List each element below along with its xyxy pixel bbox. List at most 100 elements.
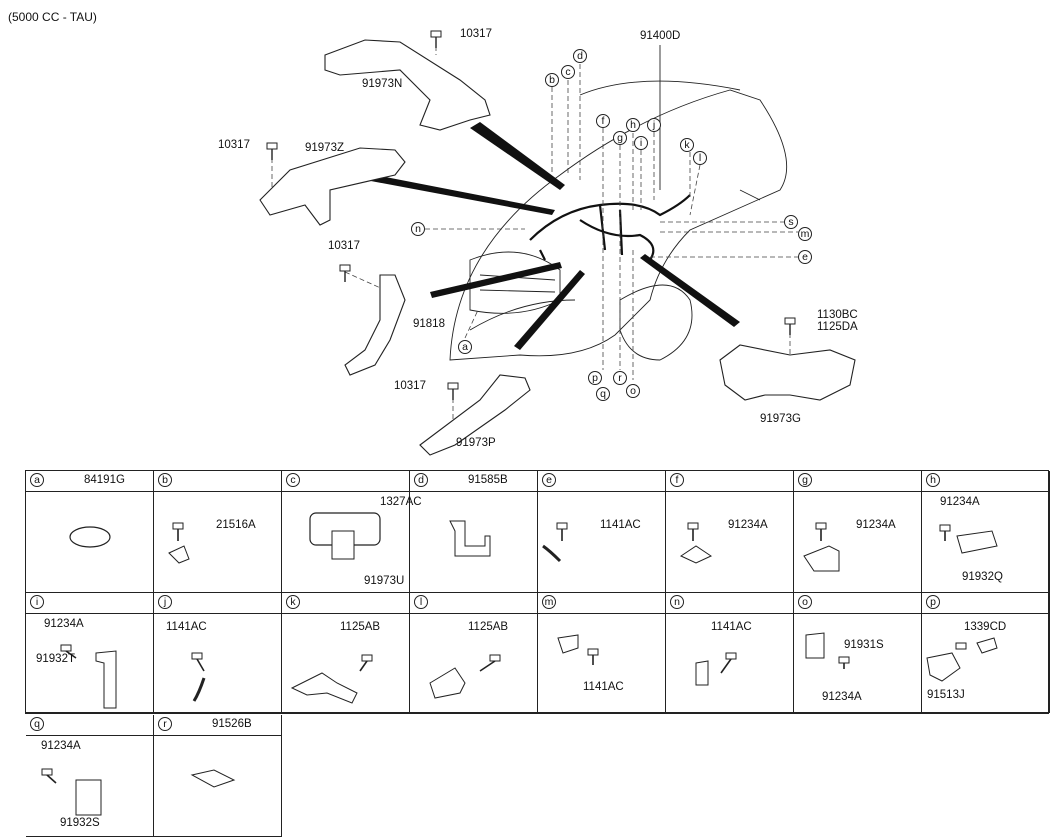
parts-cell-header: n [666, 593, 793, 614]
protector-91973N [324, 39, 491, 131]
callout-d: d [573, 49, 587, 63]
label-91973N: 91973N [362, 78, 403, 90]
parts-cell-header: i [26, 593, 153, 614]
part-number-label: 1141AC [600, 519, 641, 531]
callout-b: b [545, 73, 559, 87]
label-91973G: 91973G [760, 413, 801, 425]
label-10317-mid: 10317 [328, 240, 360, 252]
part-drawing-c [309, 512, 381, 560]
cell-letter-l: l [414, 595, 428, 609]
label-91818: 91818 [413, 318, 445, 330]
part-number-label: 91234A [728, 519, 768, 531]
parts-cell-m: m 1141AC [538, 593, 666, 713]
callout-i: i [634, 136, 648, 150]
part-drawing-l [429, 654, 501, 699]
cell-letter-d: d [414, 473, 428, 487]
parts-cell-header: h [922, 471, 1049, 492]
label-10317-bottom: 10317 [394, 380, 426, 392]
callout-f: f [596, 114, 610, 128]
bolt-icon [339, 264, 351, 272]
part-number-label: 91234A [856, 519, 896, 531]
label-91973Z: 91973Z [305, 142, 345, 154]
label-10317-left: 10317 [218, 139, 250, 151]
cell-letter-c: c [286, 473, 300, 487]
part-drawing-o [805, 632, 850, 669]
callout-m: m [798, 227, 812, 241]
parts-cell-header: q [26, 715, 153, 736]
part-number-label: 1141AC [583, 681, 624, 693]
parts-cell-header: j [154, 593, 281, 614]
callout-p: p [588, 371, 602, 385]
callout-l: l [693, 151, 707, 165]
cell-letter-f: f [670, 473, 684, 487]
bolt-icon [266, 142, 278, 150]
part-drawing-f [679, 522, 713, 564]
part-drawing-j [191, 652, 206, 702]
label-1130BC: 1130BC [817, 309, 858, 321]
main-diagram [259, 30, 856, 456]
callout-e: e [798, 250, 812, 264]
cell-letter-i: i [30, 595, 44, 609]
car-body-outline [449, 89, 788, 361]
cell-letter-m: m [542, 595, 556, 609]
callout-n: n [411, 222, 425, 236]
cell-header-part: 91585B [468, 474, 508, 486]
part-number-label: 91234A [41, 740, 81, 752]
parts-cell-header: m [538, 593, 665, 614]
part-drawing-n [695, 652, 737, 686]
part-drawing-r [190, 769, 236, 788]
callout-r: r [613, 371, 627, 385]
part-number-label: 91513J [927, 689, 965, 701]
parts-cell-header: b [154, 471, 281, 492]
label-91400D: 91400D [640, 30, 681, 42]
cell-header-part: 91526B [212, 718, 252, 730]
part-number-label: 91932Q [962, 571, 1003, 583]
part-number-label: 91234A [44, 618, 84, 630]
part-drawing-e [542, 522, 568, 563]
label-1125DA: 1125DA [817, 321, 858, 333]
parts-cell-header: e [538, 471, 665, 492]
parts-cell-n: n 1141AC [666, 593, 794, 713]
cell-letter-j: j [158, 595, 172, 609]
cell-letter-n: n [670, 595, 684, 609]
parts-cell-header: r 91526B [154, 715, 281, 736]
protector-91818 [344, 274, 406, 376]
hood-line [579, 80, 741, 96]
cell-letter-b: b [158, 473, 172, 487]
parts-cell-header: c [282, 471, 409, 492]
callout-a: a [458, 340, 472, 354]
parts-cell-header: l [410, 593, 537, 614]
parts-cell-header: d 91585B [410, 471, 537, 492]
bolt-icon [430, 30, 442, 38]
part-drawing-q [41, 768, 102, 816]
bolt-icon [784, 317, 796, 325]
bolt-icon [447, 382, 459, 390]
parts-cell-f: f 91234A [666, 471, 794, 593]
part-number-label: 91931S [844, 639, 884, 651]
cell-letter-g: g [798, 473, 812, 487]
cell-letter-h: h [926, 473, 940, 487]
cell-letter-r: r [158, 717, 172, 731]
parts-cell-header: g [794, 471, 921, 492]
part-number-label: 91234A [822, 691, 862, 703]
part-number-label: 1339CD [964, 621, 1007, 633]
part-number-label: 1141AC [711, 621, 752, 633]
part-number-label: 91932T [36, 653, 76, 665]
parts-cell-r: r 91526B [154, 715, 282, 837]
part-drawing-a [69, 526, 111, 548]
parts-cell-g: g 91234A [794, 471, 922, 593]
cell-letter-o: o [798, 595, 812, 609]
parts-cell-o: o 91931S 91234A [794, 593, 922, 713]
part-number-label: 1125AB [468, 621, 509, 633]
cell-header-part: 84191G [84, 474, 125, 486]
callout-o: o [626, 384, 640, 398]
cell-letter-p: p [926, 595, 940, 609]
